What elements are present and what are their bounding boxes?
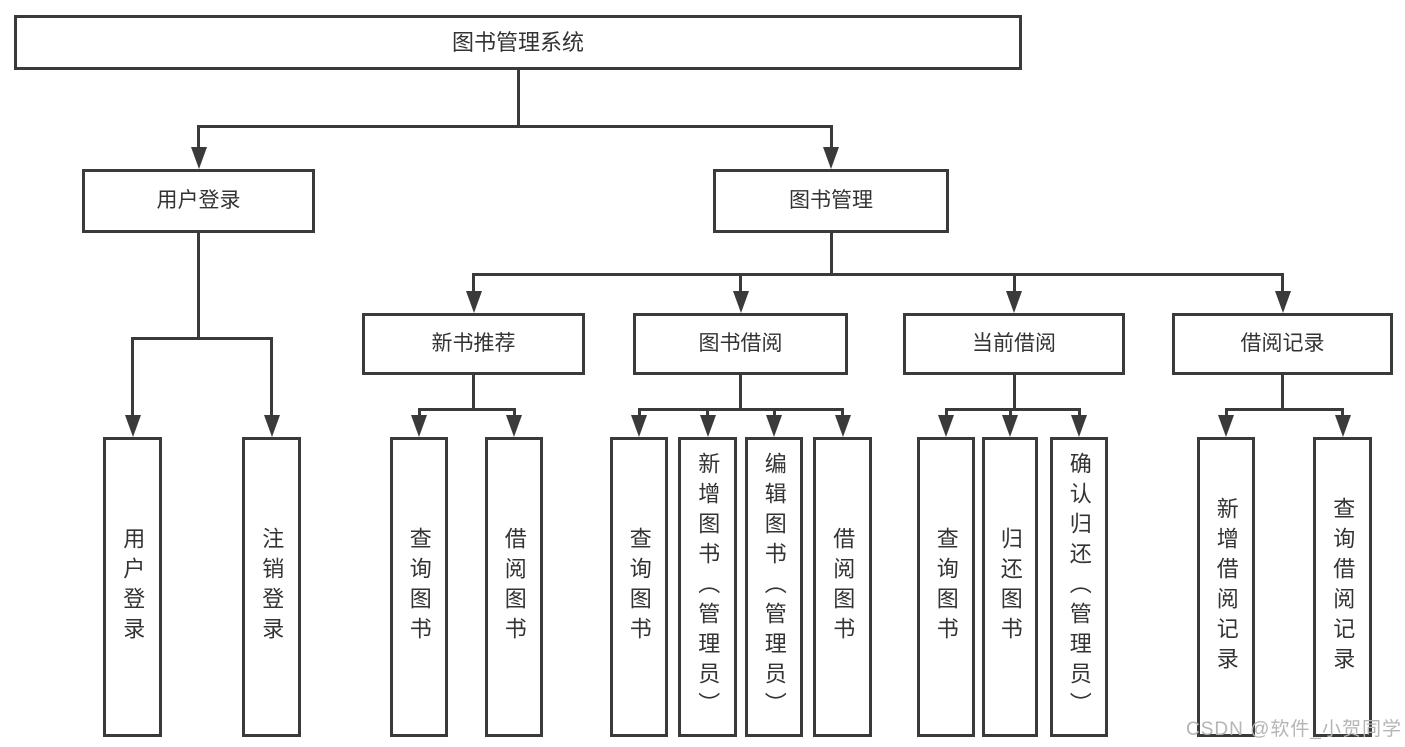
node-user-login-leaf: 用户登录 [103,437,162,737]
node-label: 借阅记录 [1240,331,1325,355]
connector-line [472,375,475,408]
node-borrow-books-recommend: 借阅图书 [485,437,543,737]
node-query-books-recommend: 查询图书 [390,437,448,737]
node-add-book-admin: 新增图书（管理员） [678,437,737,737]
node-label: 新增图书（管理员） [695,452,721,722]
node-query-books-borrowing: 查询图书 [610,437,668,737]
node-edit-book-admin: 编辑图书（管理员） [745,437,803,737]
arrow-down-icon [465,291,482,313]
watermark: CSDN @软件_小贺同学 [1186,719,1402,740]
arrow-down-icon [834,415,851,437]
connector-line [1077,408,1081,417]
connector-line [417,408,516,411]
node-label: 确认归还（管理员） [1066,452,1092,722]
node-logout-leaf: 注销登录 [242,437,301,737]
connector-line [197,233,200,337]
node-return-books: 归还图书 [982,437,1038,737]
node-label: 借阅图书 [830,527,856,647]
connector-line [1008,408,1012,417]
node-label: 图书管理系统 [451,29,584,55]
connector-line [131,337,273,340]
connector-line [944,408,1081,411]
node-borrowing-records: 借阅记录 [1172,313,1393,375]
node-new-book-recommend: 新书推荐 [362,313,585,375]
node-label: 编辑图书（管理员） [761,452,787,722]
arrow-down-icon [766,415,782,437]
node-label: 图书管理 [789,188,873,212]
connector-line [739,375,742,408]
connector-line [197,125,200,149]
node-label: 当前借阅 [972,331,1056,355]
connector-line [637,408,844,411]
node-label: 新书推荐 [431,331,516,355]
connector-line [1224,408,1228,417]
arrow-down-icon [506,415,522,437]
connector-line [270,337,273,417]
connector-line [516,70,520,125]
node-label: 注销登录 [259,527,285,647]
connector-line [417,408,421,417]
arrow-down-icon [411,415,427,437]
arrow-down-icon [631,415,647,437]
node-label: 查询图书 [406,527,432,647]
arrow-down-icon [190,147,207,169]
arrow-down-icon [1334,415,1351,437]
node-label: 查询图书 [933,527,959,647]
arrow-down-icon [263,415,280,437]
arrow-down-icon [823,147,839,169]
arrow-down-icon [1218,415,1234,437]
connector-line [637,408,641,417]
node-label: 新增借阅记录 [1213,497,1239,677]
connector-line [739,273,742,293]
node-borrow-books-borrowing: 借阅图书 [813,437,872,737]
arrow-down-icon [1002,415,1018,437]
node-add-borrow-record: 新增借阅记录 [1197,437,1255,737]
arrow-down-icon [699,415,716,437]
connector-line [944,408,948,417]
node-library-system-root: 图书管理系统 [14,15,1022,70]
connector-line [841,408,844,417]
node-confirm-return-admin: 确认归还（管理员） [1050,437,1108,737]
node-user-login-branch: 用户登录 [82,169,315,233]
node-label: 图书借阅 [698,331,783,355]
connector-line [197,125,833,128]
connector-line [131,337,134,417]
connector-line [1012,375,1016,408]
node-label: 查询借阅记录 [1330,497,1356,677]
connector-line [1341,408,1344,417]
connector-line [772,408,776,417]
node-label: 查询图书 [626,527,652,647]
arrow-down-icon [1006,291,1022,313]
connector-line [512,408,516,417]
arrow-down-icon [938,415,954,437]
connector-line [1281,273,1284,293]
connector-line [829,125,833,149]
connector-line [472,273,475,293]
node-label: 用户登录 [120,527,146,647]
node-label: 用户登录 [156,188,241,212]
arrow-down-icon [1071,415,1087,437]
node-label: 归还图书 [997,527,1023,647]
connector-line [472,273,1284,276]
connector-line [1281,375,1284,408]
node-book-borrowing: 图书借阅 [633,313,848,375]
connector-line [1224,408,1344,411]
node-current-borrowing: 当前借阅 [903,313,1125,375]
node-book-management: 图书管理 [713,169,949,233]
connector-line [829,233,833,273]
node-label: 借阅图书 [501,527,527,647]
arrow-down-icon [1274,291,1291,313]
node-query-borrow-record: 查询借阅记录 [1313,437,1372,737]
arrow-down-icon [732,291,749,313]
connector-line [1012,273,1016,293]
connector-line [706,408,709,417]
arrow-down-icon [124,415,141,437]
node-query-books-current: 查询图书 [917,437,975,737]
